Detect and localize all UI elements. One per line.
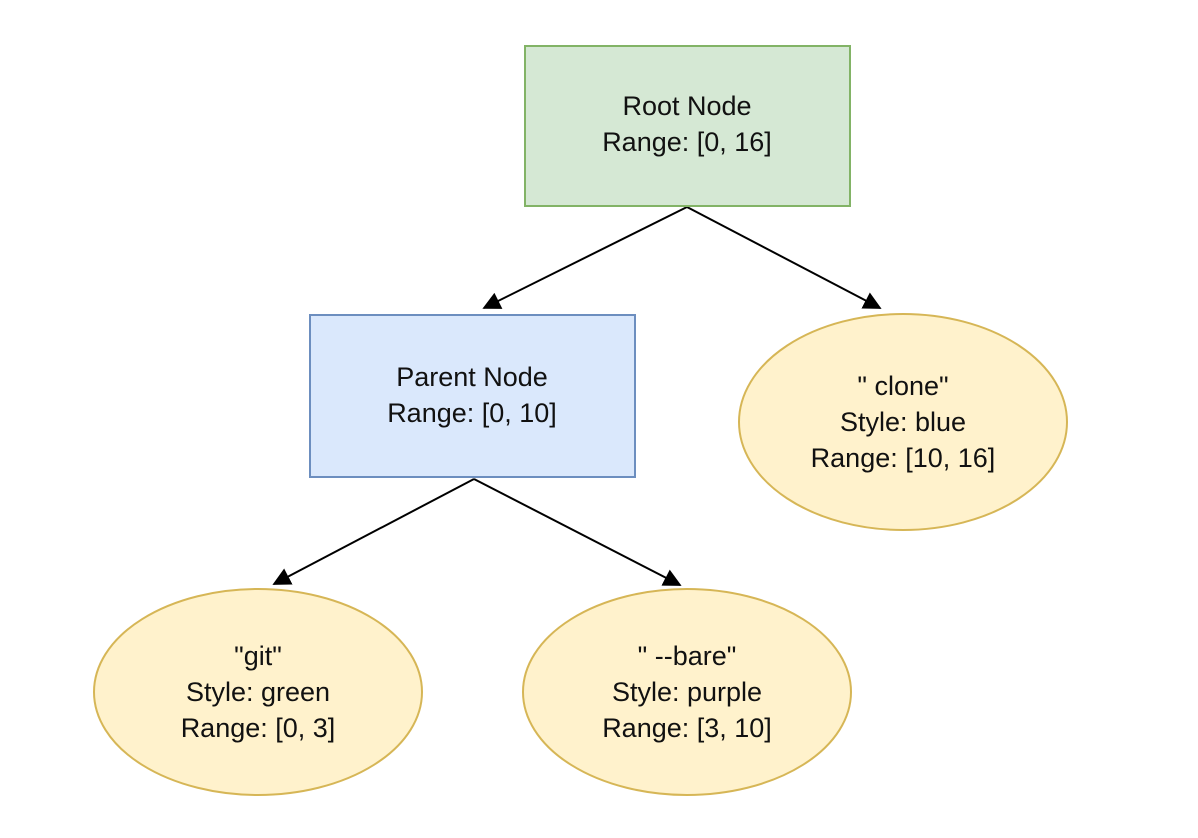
node-parent: Parent Node Range: [0, 10] [309, 314, 636, 478]
git-node-style: Style: green [186, 677, 330, 707]
node-git: "git" Style: green Range: [0, 3] [93, 588, 423, 796]
node-clone: " clone" Style: blue Range: [10, 16] [738, 313, 1068, 531]
parent-node-box [309, 314, 636, 478]
root-node-title: Root Node [622, 91, 751, 121]
parent-node-title: Parent Node [396, 362, 548, 392]
clone-node-token: " clone" [857, 371, 948, 401]
git-node-token: "git" [234, 641, 282, 671]
clone-node-ellipse [738, 313, 1068, 531]
root-node-box [524, 45, 851, 207]
bare-node-style: Style: purple [612, 677, 762, 707]
edge-root-to-clone [686, 206, 882, 309]
edge-root-to-parent [482, 206, 688, 309]
node-bare: " --bare" Style: purple Range: [3, 10] [522, 588, 852, 796]
edge-parent-to-bare [473, 478, 682, 586]
git-node-ellipse [93, 588, 423, 796]
edge-parent-to-git [272, 478, 475, 585]
git-node-range: Range: [0, 3] [181, 713, 336, 743]
bare-node-token: " --bare" [638, 641, 737, 671]
clone-node-style: Style: blue [840, 407, 966, 437]
node-root: Root Node Range: [0, 16] [524, 45, 851, 207]
parent-node-range: Range: [0, 10] [387, 398, 557, 428]
root-node-range: Range: [0, 16] [602, 127, 772, 157]
clone-node-range: Range: [10, 16] [811, 443, 996, 473]
bare-node-range: Range: [3, 10] [602, 713, 772, 743]
bare-node-ellipse [522, 588, 852, 796]
